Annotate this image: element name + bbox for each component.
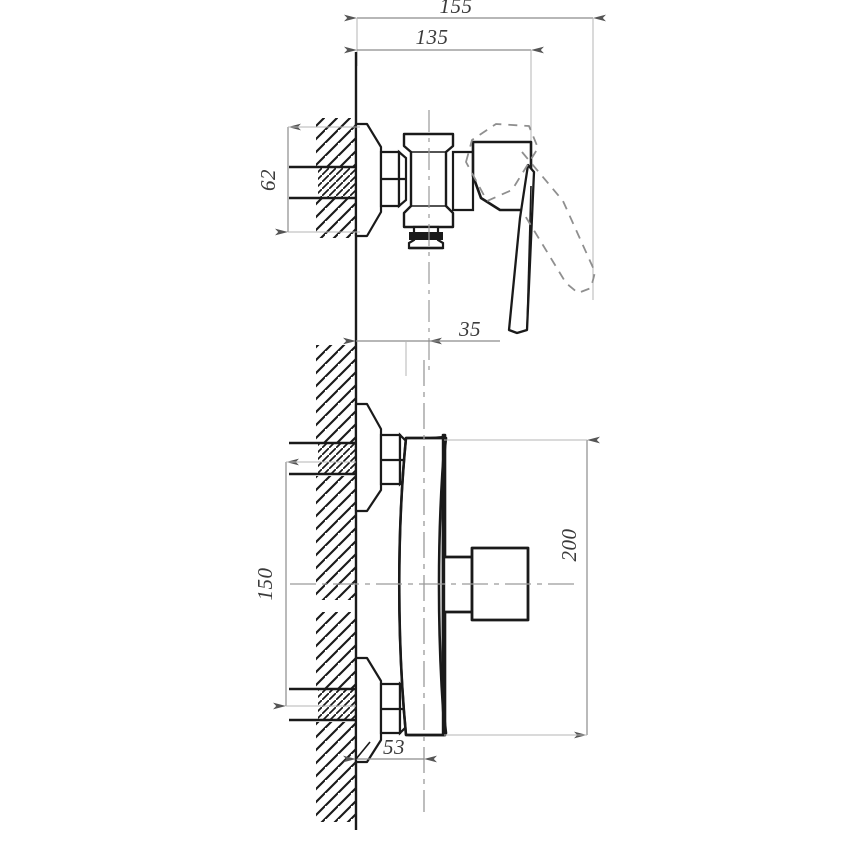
- escutcheon-top: [354, 122, 383, 238]
- dimension-200: 200: [444, 436, 600, 739]
- top-view-group: 155 135: [256, 0, 606, 376]
- inlet-thread-top: [289, 165, 356, 200]
- mixer-body-front-shape: [397, 436, 447, 737]
- lever-handle-open-ghost: [465, 123, 596, 294]
- dimension-53-text: 53: [383, 735, 405, 759]
- dimension-62-text: 62: [256, 169, 280, 191]
- inlet-thread-lower-front: [289, 687, 356, 722]
- dimension-53: 53: [343, 735, 437, 763]
- dimension-155-text: 155: [440, 0, 473, 18]
- inlet-thread-upper-front: [289, 441, 356, 476]
- dimension-150-text: 150: [253, 568, 277, 601]
- lever-handle-closed: [507, 163, 536, 335]
- hex-nut-top: [379, 149, 408, 209]
- dimension-35: 35: [343, 317, 500, 376]
- dimension-62: 62: [256, 123, 360, 236]
- escutcheon-upper-front: [354, 402, 383, 513]
- dimension-53-tick: [355, 741, 371, 760]
- front-view-group: 150 200 53: [253, 345, 600, 830]
- dimension-155: 155: [344, 0, 606, 300]
- dimension-150: 150: [253, 458, 356, 710]
- outlet-spigot-top: [407, 225, 445, 250]
- dimension-200-text: 200: [557, 529, 581, 562]
- dimension-35-text: 35: [458, 317, 481, 341]
- hex-nut-lower-front: [379, 681, 408, 736]
- escutcheon-lower-front: [354, 656, 383, 764]
- dimension-135-text: 135: [416, 25, 449, 49]
- cartridge-neck-top: [451, 150, 475, 212]
- mixer-body-top: [402, 132, 455, 229]
- dimension-135: 135: [344, 25, 544, 145]
